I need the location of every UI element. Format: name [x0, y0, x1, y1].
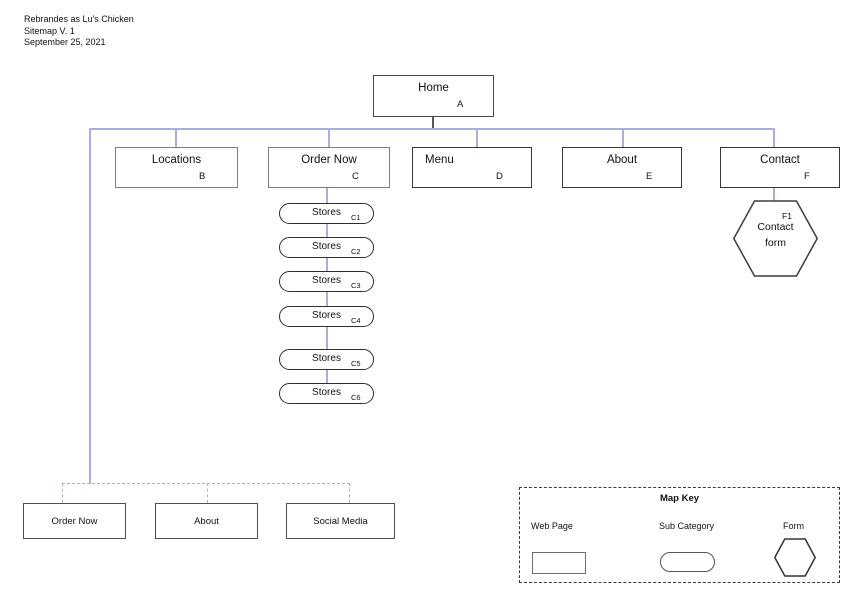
- node-contact-label: Contact: [760, 154, 800, 166]
- node-external-social-media: Social Media: [286, 503, 395, 539]
- sitemap-date: September 25, 2021: [24, 37, 106, 47]
- project-title: Rebrandes as Lu's Chicken: [24, 14, 134, 24]
- node-stores-c1: Stores C1: [279, 203, 374, 224]
- node-stores-c3: Stores C3: [279, 271, 374, 292]
- hexagon-shape: [733, 200, 818, 277]
- node-home-label: Home: [418, 82, 449, 94]
- node-stores-c2: Stores C2: [279, 237, 374, 258]
- node-contact-form-label-line1: Contact: [757, 221, 794, 233]
- node-contact-form-code: F1: [782, 211, 792, 221]
- document-header: Rebrandes as Lu's Chicken Sitemap V. 1 S…: [24, 14, 134, 49]
- node-contact: Contact F: [720, 147, 840, 188]
- node-stores-c4-label: Stores: [312, 310, 341, 321]
- node-locations: Locations B: [115, 147, 238, 188]
- node-stores-c2-label: Stores: [312, 241, 341, 252]
- node-locations-label: Locations: [151, 154, 202, 166]
- node-stores-c4-code: C4: [351, 315, 361, 325]
- node-stores-c5-label: Stores: [312, 353, 341, 364]
- node-external-order-now: Order Now: [23, 503, 126, 539]
- node-external-order-now-label: Order Now: [51, 515, 98, 527]
- node-external-about: About: [155, 503, 258, 539]
- connector-contact-form-stub: [773, 188, 775, 201]
- node-home: Home A: [373, 75, 494, 117]
- connector-drop-about: [622, 128, 624, 147]
- node-about: About E: [562, 147, 682, 188]
- map-key-title: Map Key: [659, 493, 700, 504]
- node-about-code: E: [646, 171, 653, 182]
- map-key-sub-category-label: Sub Category: [659, 521, 715, 531]
- node-order-now-code: C: [352, 171, 359, 182]
- node-contact-form-label-line2: form: [765, 237, 786, 249]
- node-stores-c5-code: C5: [351, 358, 361, 368]
- node-stores-c6-code: C6: [351, 392, 361, 402]
- node-stores-c3-label: Stores: [312, 275, 341, 286]
- connector-drop-locations: [175, 128, 177, 147]
- connector-drop-order-now: [328, 128, 330, 147]
- node-stores-c5: Stores C5: [279, 349, 374, 370]
- node-menu-label: Menu: [425, 154, 454, 166]
- map-key-form-label: Form: [783, 521, 804, 531]
- node-stores-c2-code: C2: [351, 246, 361, 256]
- map-key-web-page-label: Web Page: [531, 521, 573, 531]
- node-external-about-label: About: [194, 515, 219, 527]
- node-locations-code: B: [199, 171, 206, 182]
- web-page-rectangle-symbol: [532, 552, 586, 574]
- sub-category-pill-symbol: [660, 552, 715, 572]
- node-about-label: About: [606, 154, 638, 166]
- sitemap-version: Sitemap V. 1: [24, 25, 75, 36]
- connector-level2-horizontal: [90, 128, 774, 130]
- node-external-social-media-label: Social Media: [313, 515, 368, 527]
- node-stores-c3-code: C3: [351, 280, 361, 290]
- node-order-now: Order Now C: [268, 147, 390, 188]
- node-stores-c1-code: C1: [351, 212, 361, 222]
- node-contact-form: F1 Contact form: [733, 200, 818, 277]
- connector-home-stub: [432, 116, 434, 129]
- node-stores-c6-label: Stores: [312, 387, 341, 398]
- map-key-legend: Map Key Web Page Sub Category Form: [519, 487, 840, 583]
- connector-drop-menu: [476, 128, 478, 147]
- node-stores-c1-label: Stores: [312, 207, 341, 218]
- node-home-code: A: [457, 99, 464, 110]
- node-order-now-label: Order Now: [301, 154, 357, 166]
- connector-dashed-drop-order-now: [62, 483, 63, 503]
- node-menu: Menu D: [412, 147, 532, 188]
- node-stores-c4: Stores C4: [279, 306, 374, 327]
- connector-external-dashed-horizontal: [62, 483, 350, 484]
- node-menu-code: D: [496, 171, 503, 182]
- node-stores-c6: Stores C6: [279, 383, 374, 404]
- connector-dashed-drop-about: [207, 483, 208, 503]
- node-contact-code: F: [804, 171, 810, 182]
- form-hexagon-symbol: [774, 538, 816, 577]
- connector-dashed-drop-social-media: [349, 483, 350, 503]
- connector-left-long-vertical: [89, 128, 91, 484]
- connector-drop-contact: [773, 128, 775, 147]
